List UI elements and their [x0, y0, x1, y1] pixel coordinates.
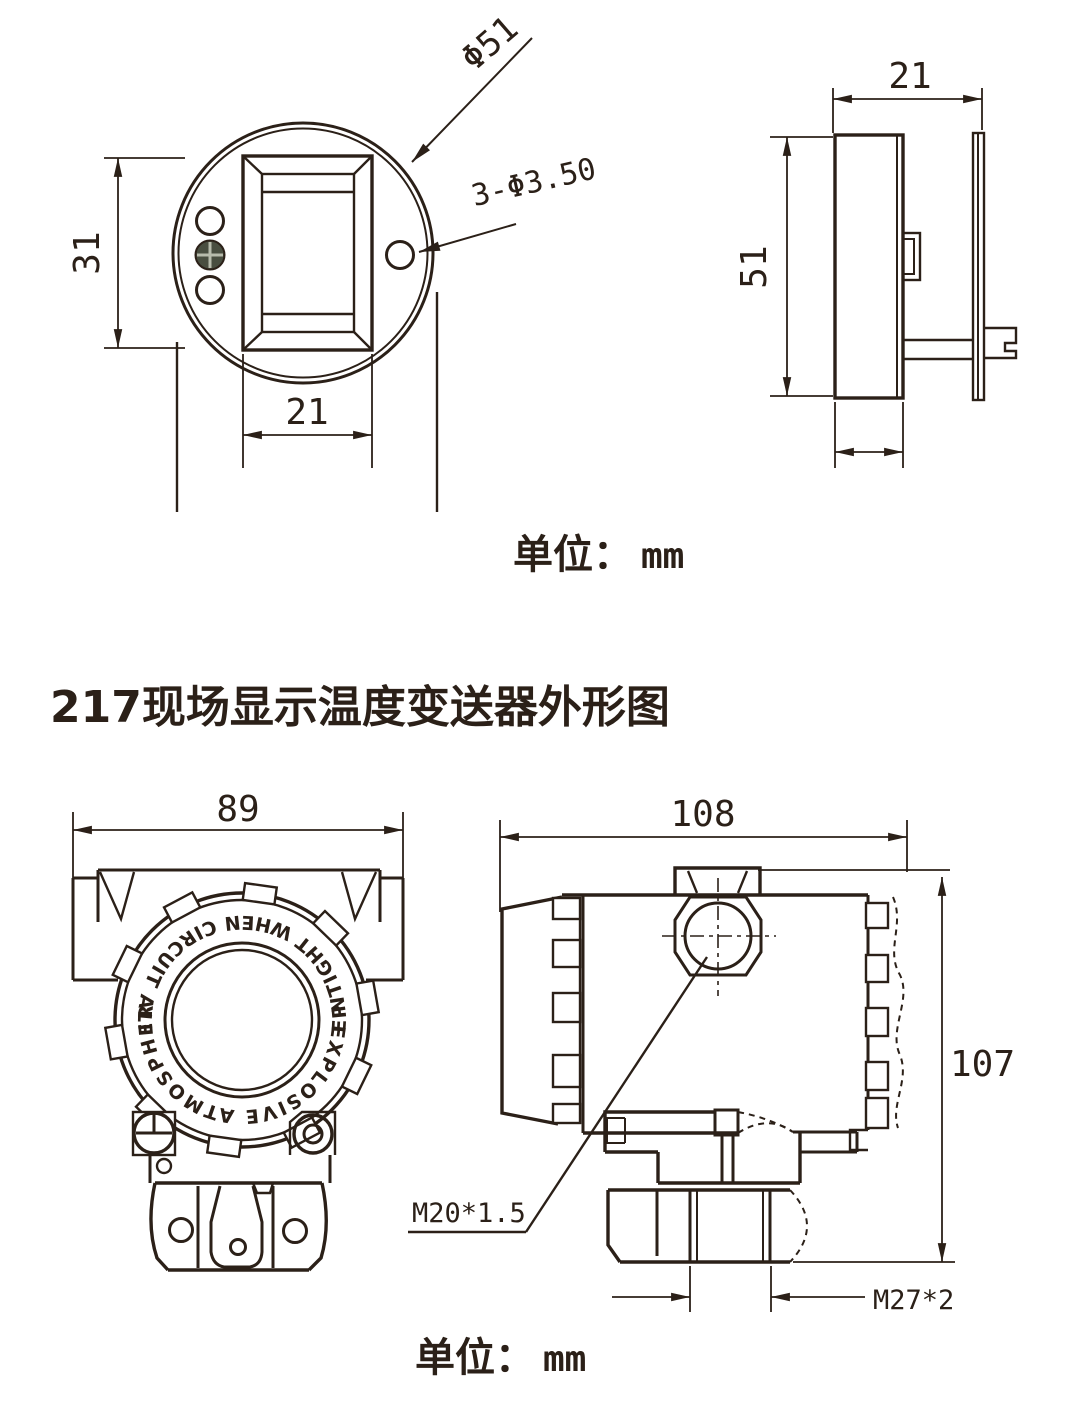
- leader-3xphi3.50: 3-Φ3.50: [418, 151, 599, 253]
- dim-21-front-label: 21: [285, 392, 328, 433]
- bezel-outer-circle: [171, 121, 435, 385]
- hex-center-hole-icon: [229, 1238, 247, 1256]
- ground-screw-icon: [131, 1110, 177, 1157]
- display-module-front-view: 31 21 Φ51 3-Φ3.50: [67, 8, 599, 512]
- front-cover-side: [500, 895, 582, 1126]
- dimension-51: 51: [734, 136, 833, 397]
- dim-31-label: 31: [67, 231, 108, 274]
- dimension-8: [834, 402, 904, 468]
- unit-note-top-value: mm: [641, 536, 684, 577]
- conduit-port: [662, 866, 776, 996]
- dimension-89: 89: [72, 789, 404, 878]
- flange-notch-left: [98, 871, 136, 923]
- housing-neck: [148, 1155, 332, 1183]
- hex-bolt-right-icon: [282, 1218, 308, 1244]
- dim-107-label: 107: [950, 1044, 1015, 1085]
- mount-hole-icon: [385, 240, 415, 270]
- process-thread-label: M27*2: [873, 1285, 954, 1316]
- dimension-21-front: 21: [242, 354, 373, 468]
- leader-phi51: Φ51: [411, 8, 533, 163]
- section-title: 217现场显示温度变送器外形图: [50, 682, 670, 733]
- rear-cover-side: [848, 896, 905, 1152]
- process-connection-hex: [149, 1181, 328, 1272]
- phi51-label: Φ51: [453, 8, 526, 78]
- rear-connector: [903, 326, 1018, 361]
- mount-holes-label: 3-Φ3.50: [468, 151, 599, 214]
- mounting-bracket: [603, 1108, 859, 1185]
- dimension-108: 108: [499, 794, 908, 912]
- bezel-plate: [971, 131, 986, 402]
- dim-108-label: 108: [670, 794, 735, 835]
- dimension-21-side: 21: [832, 56, 983, 133]
- unit-note-bottom-value: mm: [543, 1339, 586, 1380]
- housing-body: [562, 893, 870, 1135]
- dim-21-side-label: 21: [888, 56, 931, 97]
- transmitter-side-view: 108 107: [408, 794, 1015, 1316]
- dimension-107: 107: [758, 869, 1015, 1263]
- dimension-31: 31: [67, 157, 185, 349]
- unit-note-bottom-label: 单位：: [415, 1335, 535, 1381]
- side-tab: [901, 231, 922, 282]
- leader-m20: M20*1.5: [408, 956, 709, 1234]
- screw-head-icon: [194, 239, 226, 271]
- dim-89-label: 89: [216, 789, 259, 830]
- bezel-inner-circle: [177, 127, 429, 379]
- button-bottom-icon: [195, 275, 225, 305]
- button-top-icon: [195, 206, 225, 236]
- flange-notch-right: [340, 871, 378, 923]
- transmitter-front-view: 89: [71, 789, 495, 1425]
- cover-lock-bolt-icon: [288, 1110, 337, 1155]
- display-module-side-view: 21 51: [734, 56, 1018, 468]
- conduit-thread-label: M20*1.5: [412, 1198, 526, 1229]
- process-thread-hex: [606, 1188, 808, 1264]
- module-body: [833, 133, 905, 400]
- unit-note-top-label: 单位：: [513, 532, 633, 578]
- hex-bolt-left-icon: [168, 1217, 194, 1243]
- dimension-m27: M27*2: [612, 1266, 954, 1316]
- lcd-window: [241, 154, 374, 352]
- unit-note-top: 单位： mm: [513, 532, 684, 578]
- unit-note-bottom: 单位： mm: [415, 1335, 586, 1381]
- dim-51-label: 51: [734, 245, 775, 288]
